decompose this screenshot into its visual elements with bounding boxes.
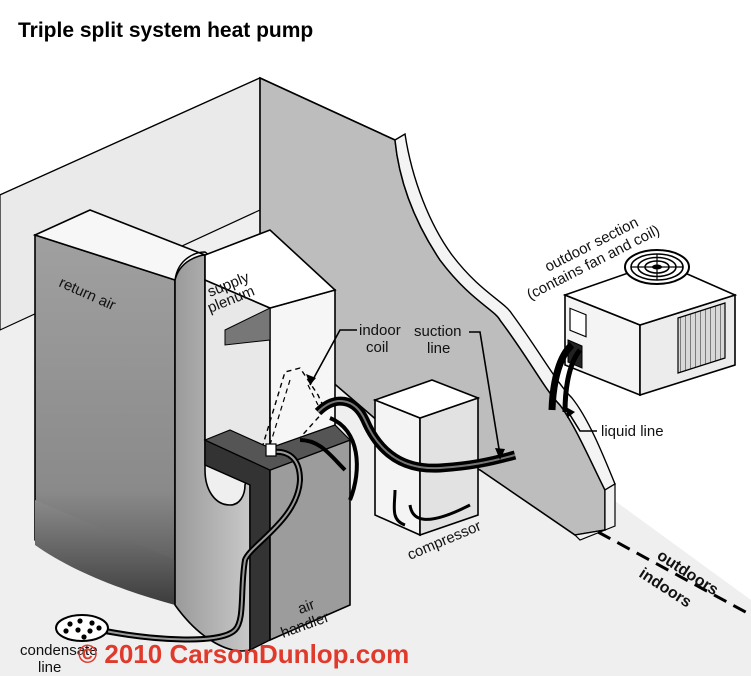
wall-end-face bbox=[573, 482, 616, 541]
label-suction-line-2: line bbox=[427, 340, 450, 357]
condensate-line-inner bbox=[99, 450, 302, 641]
indoor-coil-inner bbox=[269, 379, 319, 446]
indoor-outdoor-divider bbox=[597, 530, 751, 617]
label-air-handler-1: air bbox=[296, 596, 317, 618]
outdoor-unit-panel bbox=[569, 307, 587, 338]
label-condensate-1: condensate bbox=[20, 642, 98, 659]
indoor-coil-pointer bbox=[309, 329, 357, 386]
liquid-line-pointer bbox=[566, 409, 597, 432]
label-indoor-coil-1: indoor bbox=[359, 322, 401, 339]
suction-line-highlight bbox=[317, 400, 516, 470]
liquid-line bbox=[548, 342, 575, 411]
supply-plenum-top bbox=[204, 229, 337, 309]
label-condensate-2: line bbox=[38, 659, 61, 676]
page-title: Triple split system heat pump bbox=[18, 19, 313, 42]
indoor-coil-arrow bbox=[306, 374, 316, 385]
refrigerant-lines-lower bbox=[299, 416, 359, 501]
floor-drain-icon bbox=[55, 614, 109, 642]
copyright-notice: © 2010 CarsonDunlop.com bbox=[78, 639, 409, 669]
return-air-elbow bbox=[174, 254, 251, 652]
return-air-duct-bottom bbox=[35, 500, 175, 605]
label-liquid-line: liquid line bbox=[601, 423, 664, 440]
suction-line-pointer bbox=[469, 331, 501, 456]
liquid-line-2 bbox=[562, 348, 583, 413]
compressor-pipes bbox=[392, 489, 471, 527]
compressor-top bbox=[372, 379, 481, 419]
liquid-line-arrow bbox=[566, 407, 575, 418]
label-suction-line-1: suction bbox=[414, 323, 462, 340]
suction-line-arrow bbox=[495, 448, 505, 460]
condensate-trap bbox=[265, 443, 277, 457]
air-handler-top bbox=[203, 424, 352, 471]
supply-plenum-inner bbox=[224, 307, 271, 346]
label-indoor-coil-2: coil bbox=[366, 339, 389, 356]
fan-icon bbox=[624, 249, 690, 285]
outdoor-unit-grill bbox=[677, 302, 726, 374]
